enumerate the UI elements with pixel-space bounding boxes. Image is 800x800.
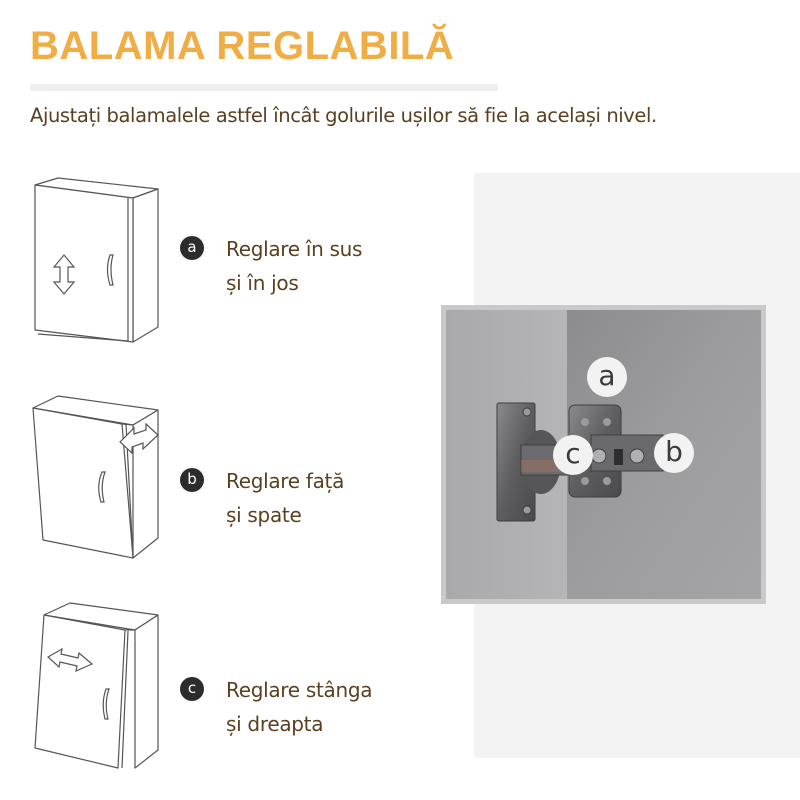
left-right-arrow-icon xyxy=(46,647,94,673)
door-handle-icon xyxy=(98,471,106,503)
step-c-line2: și dreapta xyxy=(226,712,324,736)
step-c: c Reglare stânga și dreapta xyxy=(180,673,373,741)
hinge-illustration xyxy=(441,305,766,604)
door-handle-icon xyxy=(102,688,110,720)
title-divider xyxy=(30,84,498,91)
instruction-text: Ajustați balamalele astfel încât goluril… xyxy=(30,104,657,127)
step-a-line2: și în jos xyxy=(226,271,299,295)
step-badge-c: c xyxy=(180,677,204,701)
front-back-arrow-icon xyxy=(119,422,159,455)
door-handle-icon xyxy=(106,254,114,286)
step-c-line1: Reglare stânga xyxy=(226,678,373,702)
step-c-text: Reglare stânga și dreapta xyxy=(226,673,373,741)
cabinet-front-back-illustration xyxy=(32,395,159,559)
page-title: BALAMA REGLABILĂ xyxy=(30,24,455,68)
hinge-cup-plate xyxy=(568,404,664,498)
step-a-text: Reglare în sus și în jos xyxy=(226,232,362,300)
up-down-arrow-icon xyxy=(52,254,76,295)
hinge-photo: a b c xyxy=(441,305,766,604)
callout-b: b xyxy=(654,433,694,473)
callout-c: c xyxy=(553,435,593,475)
cabinet-up-down-illustration xyxy=(34,177,159,343)
step-b-text: Reglare față și spate xyxy=(226,464,344,532)
step-b-line1: Reglare față xyxy=(226,469,345,493)
callout-a: a xyxy=(587,357,627,397)
cabinet-left-right-illustration xyxy=(34,602,159,769)
step-a: a Reglare în sus și în jos xyxy=(180,232,362,300)
step-badge-b: b xyxy=(180,468,204,492)
step-b: b Reglare față și spate xyxy=(180,464,344,532)
step-badge-a: a xyxy=(180,236,204,260)
step-b-line2: și spate xyxy=(226,503,302,527)
step-a-line1: Reglare în sus xyxy=(226,237,363,261)
